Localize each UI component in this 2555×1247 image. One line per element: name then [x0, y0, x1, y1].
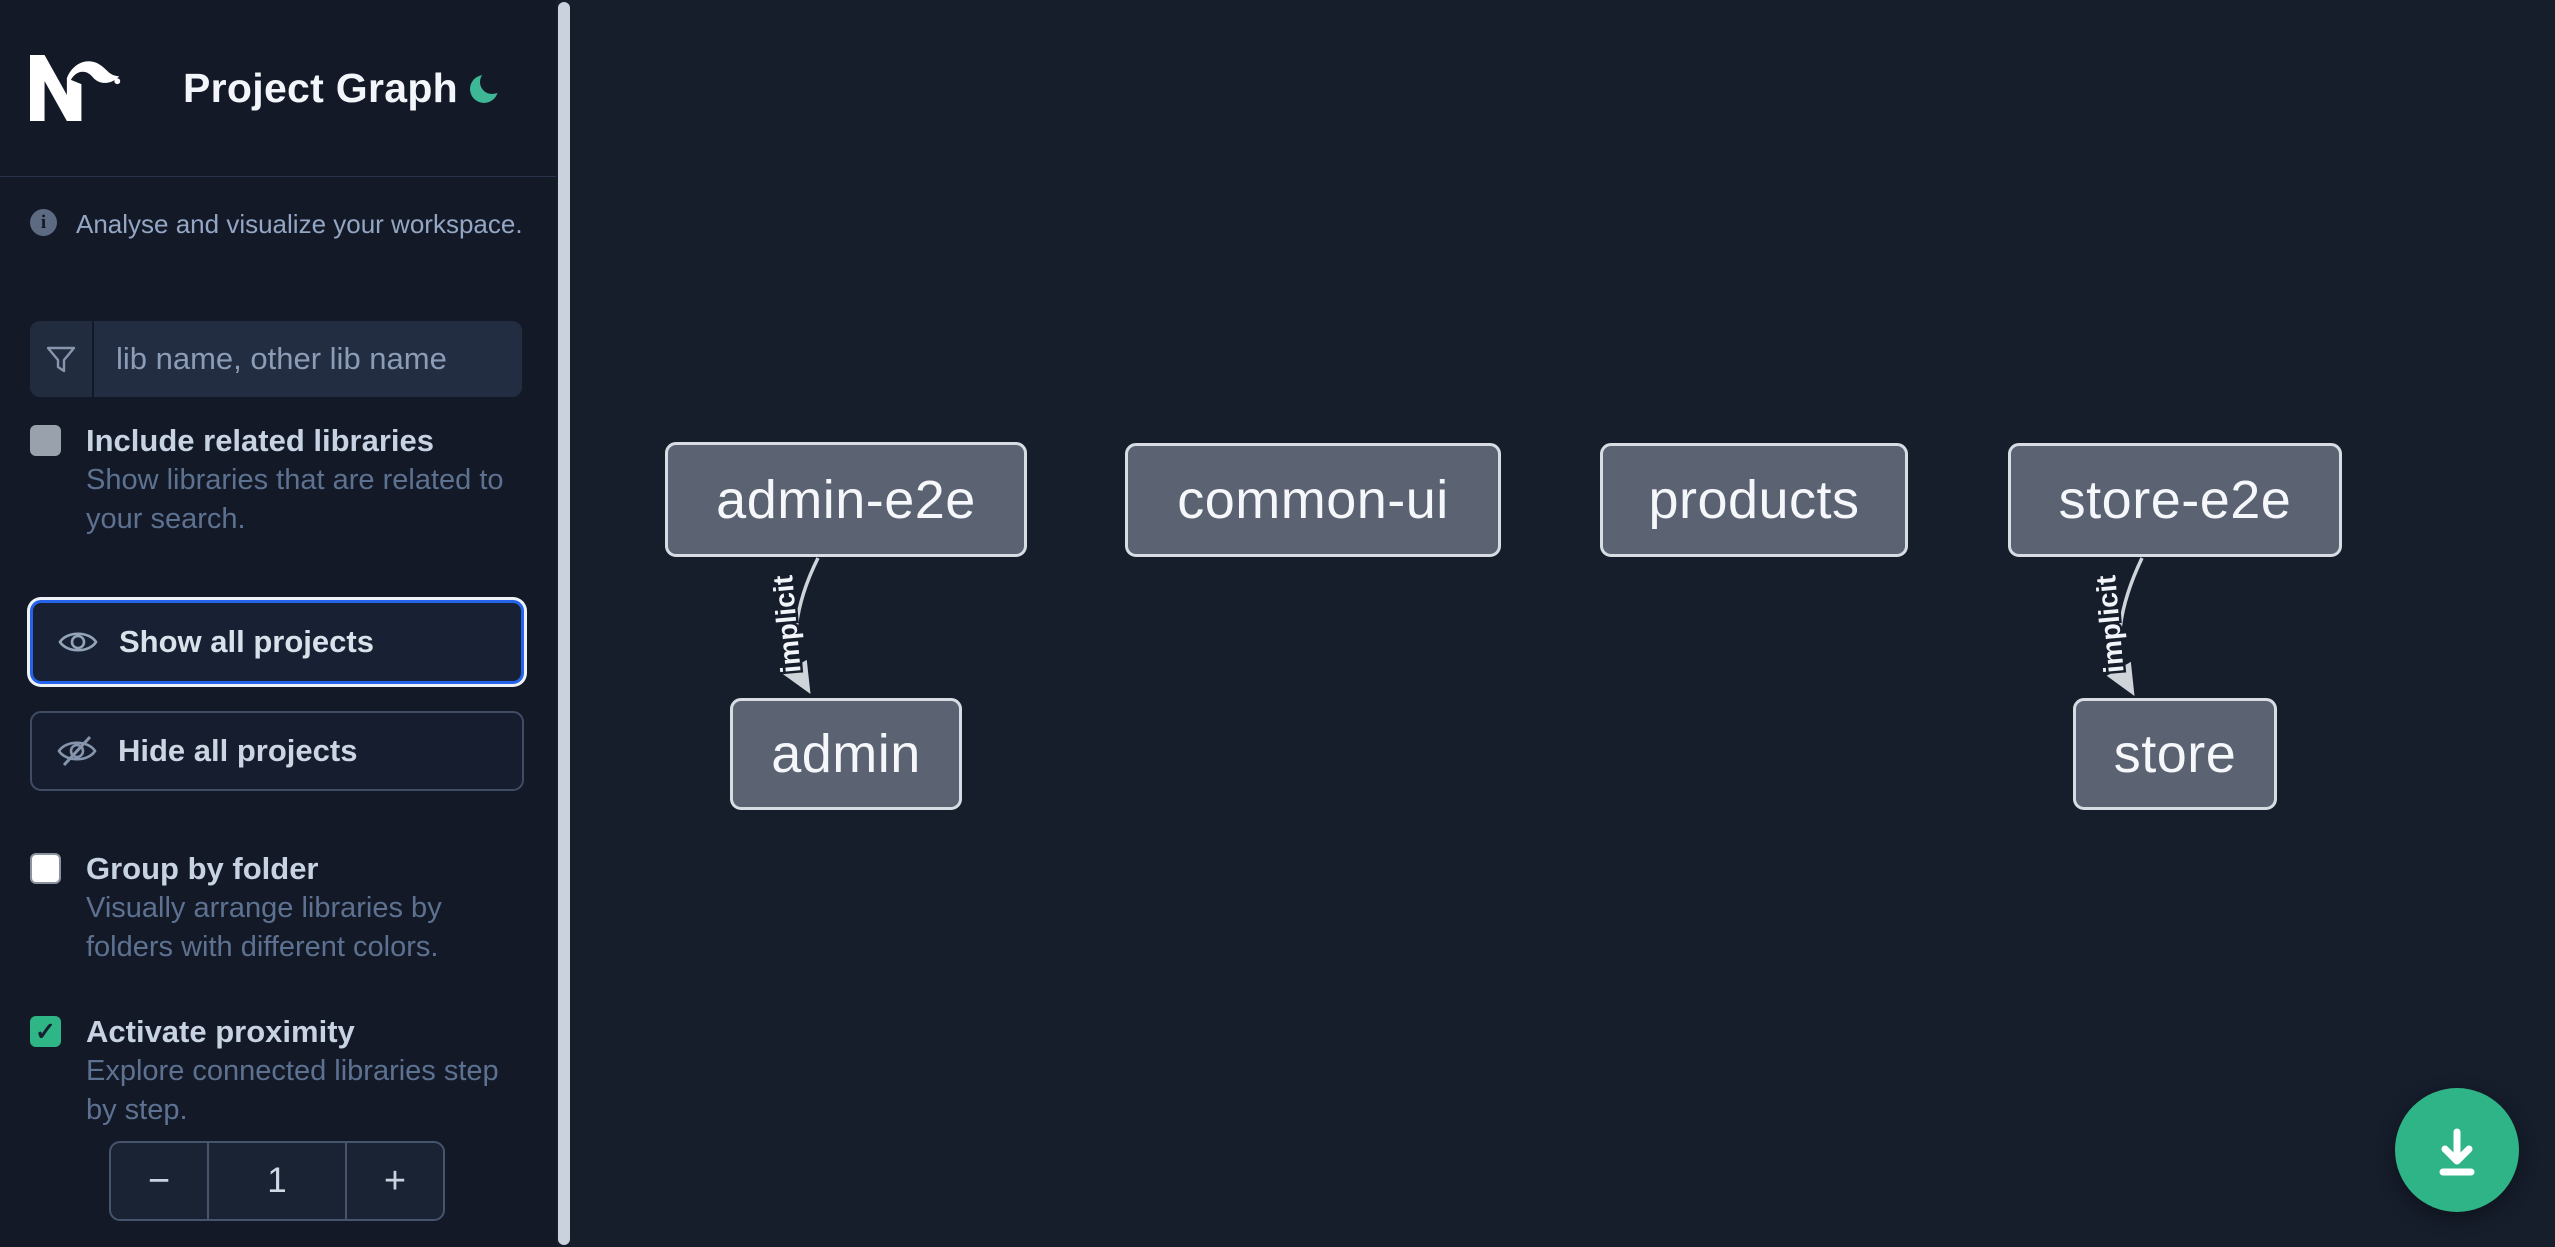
sidebar-scrollbar[interactable] [558, 2, 570, 1245]
include-related-desc-line1: Show libraries that are related to [86, 464, 504, 496]
eye-off-icon [57, 734, 97, 768]
filter-box [30, 321, 522, 397]
sidebar-header: Project Graph [0, 0, 556, 177]
show-all-projects-button[interactable]: Show all projects [30, 600, 524, 684]
include-related-desc-line2: your search. [86, 503, 246, 535]
group-by-folder-label[interactable]: Group by folder [86, 851, 319, 886]
activate-proximity-desc-line2: by step. [86, 1094, 188, 1126]
eye-icon [58, 626, 98, 658]
stepper-decrement-button[interactable]: − [111, 1143, 209, 1219]
activate-proximity-checkbox[interactable]: ✓ [30, 1016, 61, 1047]
graph-node-common-ui[interactable]: common-ui [1125, 443, 1501, 557]
graph-node-store-e2e[interactable]: store-e2e [2008, 443, 2342, 557]
sidebar: Project Graph i Analyse and visualize yo… [0, 0, 556, 1247]
workspace-tagline: i Analyse and visualize your workspace. [30, 207, 526, 241]
graph-canvas[interactable] [572, 0, 2555, 1247]
download-image-button[interactable] [2395, 1088, 2519, 1212]
moon-icon [466, 69, 506, 107]
graph-node-admin[interactable]: admin [730, 698, 962, 810]
group-by-folder-desc-line1: Visually arrange libraries by [86, 892, 442, 924]
funnel-icon [30, 321, 94, 397]
group-by-folder-checkbox[interactable] [30, 853, 61, 884]
graph-node-store[interactable]: store [2073, 698, 2277, 810]
theme-toggle-button[interactable] [466, 68, 506, 108]
include-related-checkbox[interactable] [30, 425, 61, 456]
option-activate-proximity: ✓ Activate proximity Explore connected l… [30, 1012, 526, 1130]
page-title: Project Graph [183, 64, 459, 111]
activate-proximity-desc-line1: Explore connected libraries step [86, 1055, 499, 1087]
include-related-label[interactable]: Include related libraries [86, 423, 435, 458]
nx-logo-icon [30, 55, 127, 121]
show-all-projects-label: Show all projects [119, 624, 374, 659]
option-group-by-folder: Group by folder Visually arrange librari… [30, 849, 526, 967]
graph-node-admin-e2e[interactable]: admin-e2e [665, 442, 1027, 557]
download-icon [2426, 1119, 2488, 1181]
tagline-text: Analyse and visualize your workspace. [76, 209, 523, 239]
info-icon: i [30, 209, 57, 236]
stepper-value: 1 [267, 1161, 287, 1200]
activate-proximity-label[interactable]: Activate proximity [86, 1014, 355, 1049]
proximity-depth-stepper: − 1 + [109, 1141, 445, 1221]
filter-input[interactable] [94, 321, 522, 397]
stepper-increment-button[interactable]: + [345, 1143, 443, 1219]
hide-all-projects-button[interactable]: Hide all projects [30, 711, 524, 791]
group-by-folder-desc-line2: folders with different colors. [86, 931, 439, 963]
option-include-related-libraries: Include related libraries Show libraries… [30, 421, 526, 539]
graph-node-products[interactable]: products [1600, 443, 1908, 557]
hide-all-projects-label: Hide all projects [118, 733, 358, 768]
